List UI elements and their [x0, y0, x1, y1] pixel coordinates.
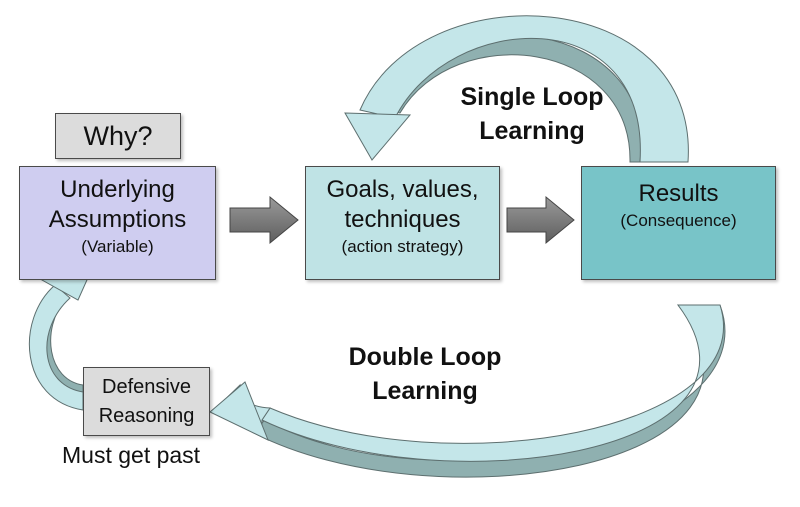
single-loop-line-1: Single Loop — [460, 83, 604, 111]
single-loop-line-2: Learning — [479, 117, 585, 145]
double-loop-learning-label: Double Loop Learning — [325, 340, 525, 408]
why-label: Why? — [83, 121, 153, 151]
single-loop-arrow — [344, 15, 689, 163]
goals-line-2: techniques — [344, 206, 461, 233]
assumptions-line-2: Assumptions — [48, 206, 187, 233]
underlying-assumptions-box: Underlying Assumptions (Variable) — [19, 166, 216, 280]
defensive-reasoning-box: Defensive Reasoning — [83, 367, 210, 436]
assumptions-line-1: Underlying — [60, 176, 175, 203]
why-box: Why? — [55, 113, 181, 159]
arrow-assumptions-to-goals — [229, 195, 299, 245]
double-loop-arrow — [209, 304, 726, 478]
goals-note: (action strategy) — [341, 237, 464, 256]
must-get-past-label: Must get past — [62, 442, 201, 468]
results-box: Results (Consequence) — [581, 166, 776, 280]
defensive-line-2: Reasoning — [98, 405, 195, 427]
results-title: Results — [638, 180, 719, 207]
single-loop-learning-label: Single Loop Learning — [442, 80, 622, 148]
double-loop-line-1: Double Loop — [348, 343, 502, 371]
goals-values-techniques-box: Goals, values, techniques (action strate… — [305, 166, 500, 280]
goals-line-1: Goals, values, — [326, 176, 479, 203]
assumptions-note: (Variable) — [81, 237, 154, 256]
results-note: (Consequence) — [620, 211, 737, 230]
arrow-goals-to-results — [506, 195, 575, 245]
defensive-line-1: Defensive — [102, 376, 191, 398]
double-loop-line-2: Learning — [372, 377, 478, 405]
